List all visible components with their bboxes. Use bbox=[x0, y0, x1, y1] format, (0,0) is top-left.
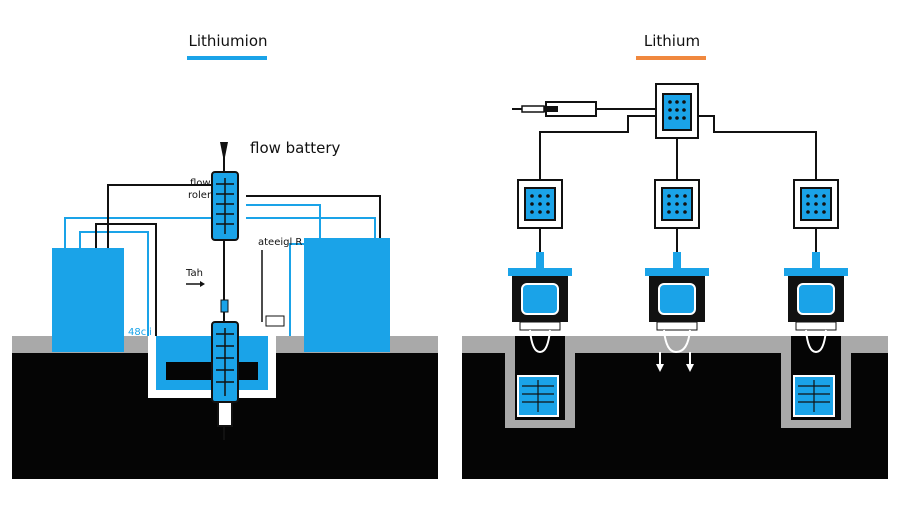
right-title-underline bbox=[636, 56, 706, 60]
left-upper-stack-grid bbox=[216, 178, 234, 234]
left-panel: Lithiumion flow battery bbox=[12, 32, 438, 479]
lower-unit-3 bbox=[784, 268, 848, 331]
left-lower-stack-grid bbox=[216, 328, 234, 396]
mid-module-2 bbox=[654, 179, 700, 229]
label-side: 48cli bbox=[128, 327, 152, 338]
right-panel-title: Lithium bbox=[644, 32, 700, 50]
tah-arrow-head bbox=[200, 281, 205, 287]
top-module-dots bbox=[668, 100, 686, 120]
right-tank bbox=[304, 238, 390, 352]
left-title-underline bbox=[187, 56, 267, 60]
left-panel-subtitle: flow battery bbox=[250, 139, 341, 157]
left-piping bbox=[64, 184, 381, 336]
left-tank bbox=[52, 248, 124, 352]
mid-module-3 bbox=[793, 179, 839, 229]
underground-shaft-3 bbox=[781, 329, 851, 428]
label-ateeigl: ateeigl R bbox=[258, 237, 302, 248]
lower-unit-2 bbox=[645, 268, 709, 331]
label-roller: roler bbox=[188, 190, 212, 201]
left-panel-title: Lithiumion bbox=[188, 32, 267, 50]
left-connector bbox=[220, 299, 229, 313]
left-shaft-tip bbox=[220, 142, 228, 162]
underground-shaft-1 bbox=[505, 329, 575, 428]
lower-unit-1 bbox=[508, 268, 572, 331]
label-tah: Tah bbox=[185, 268, 203, 279]
mid-module-1 bbox=[517, 179, 563, 229]
left-meter bbox=[265, 315, 285, 327]
mid-to-lower-links bbox=[536, 228, 820, 270]
probe-device bbox=[512, 101, 597, 117]
label-flow: flow bbox=[190, 178, 211, 189]
left-probe bbox=[217, 401, 233, 427]
top-module-cell bbox=[662, 93, 692, 131]
right-panel: Lithium bbox=[462, 32, 888, 479]
distribution-wires bbox=[539, 115, 817, 180]
underground-arrows bbox=[656, 329, 694, 372]
